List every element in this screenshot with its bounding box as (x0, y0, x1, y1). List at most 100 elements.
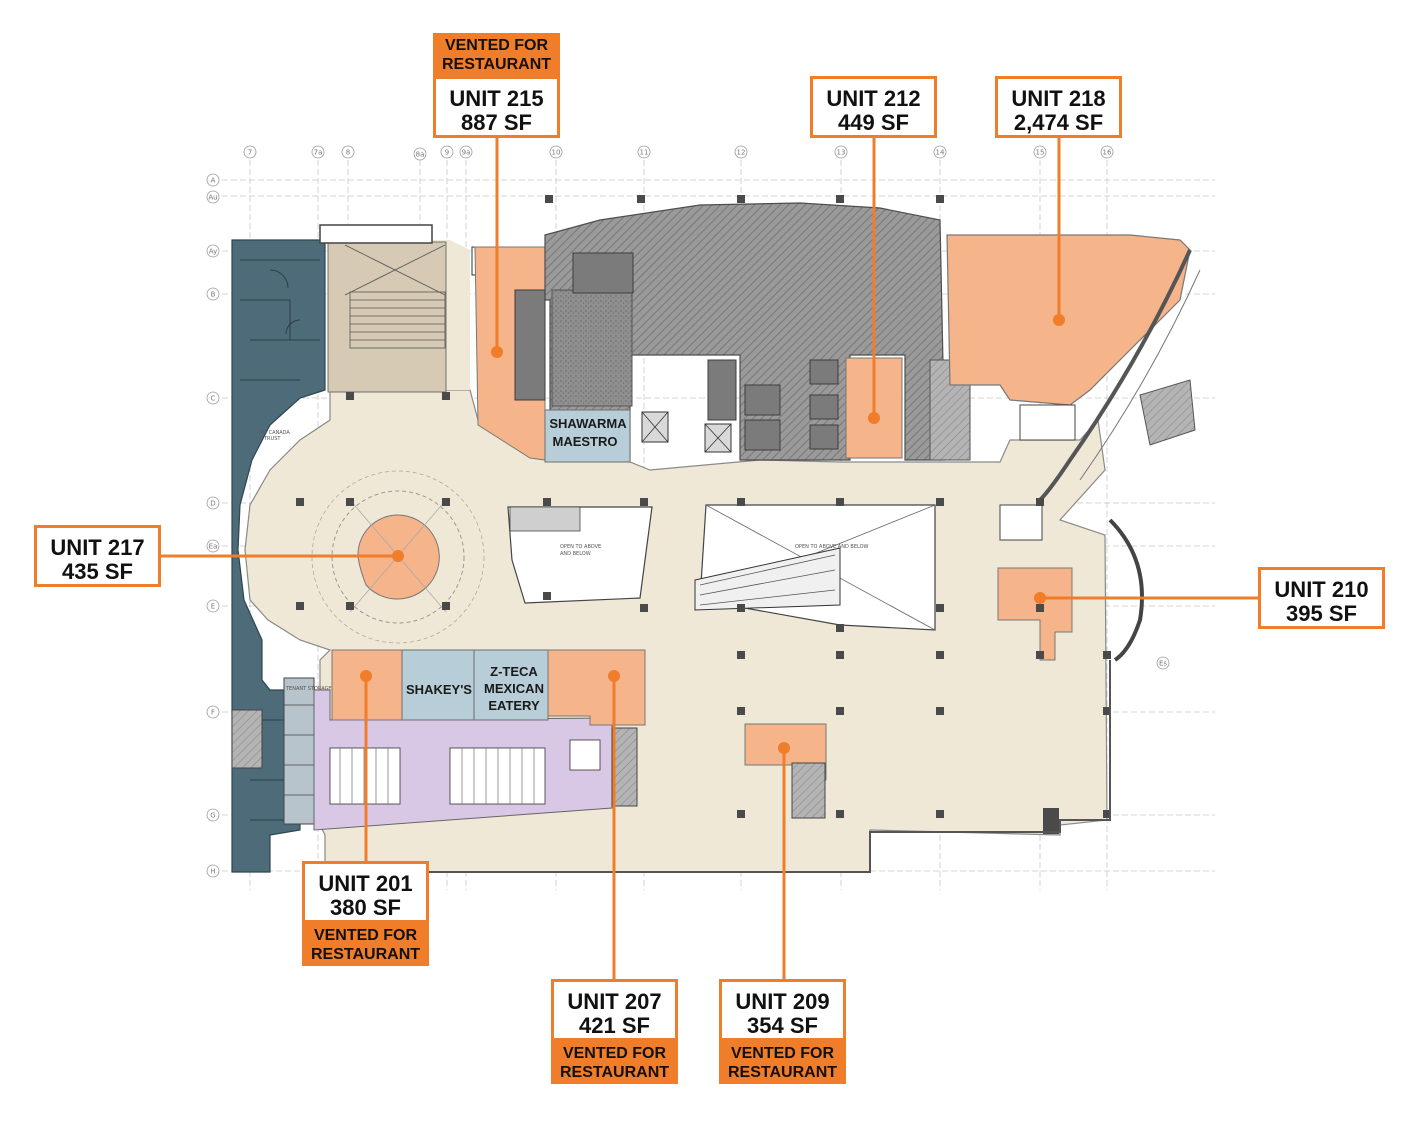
to-canada-trust-label: TO CANADA (259, 430, 290, 436)
z-teca-label-line2: MEXICAN (484, 681, 544, 696)
unit-209-callout: UNIT 209 354 SF (719, 979, 846, 1041)
unit-218-callout: UNIT 218 2,474 SF (995, 76, 1122, 138)
grid-col-label: 14 (936, 149, 945, 157)
grid-col-label: 15 (1036, 149, 1045, 157)
shawarma-maestro-area (544, 409, 631, 463)
curved-facade-outer (1079, 269, 1201, 481)
grid-col-label: 12 (737, 149, 746, 157)
shawarma-label-line2: MAESTRO (553, 434, 618, 449)
exterior-curve (1108, 518, 1144, 662)
unit-212-area-label: 449 SF (838, 110, 909, 135)
curved-facade (1038, 249, 1192, 502)
unit-207-area-label: 421 SF (579, 1013, 650, 1038)
grid-row-markers (206, 173, 1170, 878)
grid-row-label: H (210, 868, 215, 876)
structure-blocks (514, 252, 839, 451)
unit-218-area-label: 2,474 SF (1013, 110, 1104, 135)
unit-201-area-label: 380 SF (330, 895, 401, 920)
grid-col-label: 9 (445, 149, 449, 157)
grid-row-label: C (211, 395, 216, 403)
rotunda-ring (331, 490, 465, 624)
unit-201-name: UNIT 201 (318, 871, 413, 896)
tenant-storage-label: TENANT STORAGE (285, 686, 332, 692)
stair (344, 244, 446, 349)
grid-col-label: 10 (552, 149, 561, 157)
open-left-label: AND BELOW (560, 551, 591, 557)
unit-201-callout: UNIT 201 380 SF (302, 861, 429, 923)
shakeys-area (401, 649, 475, 721)
unit-207-area (547, 649, 646, 726)
elevator-marks (641, 411, 732, 453)
grid-col-label: 16 (1103, 149, 1112, 157)
shakeys-label: SHAKEY'S (406, 682, 472, 697)
back-of-house-walls (240, 259, 320, 821)
leader-lines (159, 136, 1260, 980)
unit-215-name: UNIT 215 (449, 86, 544, 111)
unit-212-callout: UNIT 212 449 SF (810, 76, 937, 138)
grid-col-label: 13 (837, 149, 846, 157)
entry-canopy (1139, 379, 1196, 446)
hatched-stair-209 (791, 762, 826, 819)
escalator-treads (699, 554, 836, 606)
grid-col-label: 11 (640, 149, 649, 157)
unit-207-name: UNIT 207 (567, 989, 662, 1014)
unit-217-area-label: 435 SF (62, 559, 133, 584)
open-left-label: OPEN TO ABOVE (560, 544, 601, 550)
z-teca-label-line1: Z-TECA (490, 664, 538, 679)
grid-row-label: E (211, 603, 215, 611)
grid-col-label: 8 (346, 149, 350, 157)
hatched-stair-south (231, 709, 263, 769)
grid-col-label: 8a (416, 151, 425, 159)
grid-row-label: Ay (209, 248, 217, 256)
to-canada-trust-label: TRUST (263, 436, 281, 442)
structural-columns (296, 195, 1111, 834)
grid-col-label: 7 (248, 149, 252, 157)
shawarma-label-line1: SHAWARMA (549, 416, 627, 431)
unit-210-name: UNIT 210 (1274, 577, 1369, 602)
grid-marker-es: Es (1159, 660, 1167, 668)
kiosk-right (999, 504, 1043, 541)
stair-hall-canopy (319, 224, 433, 244)
exterior-wall-south (325, 660, 1111, 873)
tenant-storage-rooms (283, 677, 315, 825)
z-teca-area (473, 649, 549, 721)
grid-col-label: 7a (314, 149, 323, 157)
unit-215-callout: UNIT 215 887 SF (433, 76, 560, 138)
unit-207-callout: UNIT 207 421 SF (551, 979, 678, 1041)
unit-217-name: UNIT 217 (50, 535, 145, 560)
ramp (1019, 404, 1076, 441)
unit-212-name: UNIT 212 (826, 86, 921, 111)
stair-hall (327, 241, 447, 393)
leader-dots (360, 314, 1065, 754)
structure-core-speckled (551, 289, 633, 407)
grid-col-label: 9a (462, 149, 471, 157)
z-teca-label-line3: EATERY (488, 698, 540, 713)
grid-row-label: Ea (209, 543, 218, 551)
unit-209-area-label: 354 SF (747, 1013, 818, 1038)
unit-218-area (946, 234, 1191, 406)
storage-dividers (284, 704, 314, 796)
unit-210-area (997, 567, 1073, 661)
unit-215-area-label: 887 SF (461, 110, 532, 135)
hatched-shaft-207 (611, 727, 638, 807)
unit-210-area-label: 395 SF (1286, 601, 1357, 626)
grid-row-label: D (210, 500, 215, 508)
unit-210-callout: UNIT 210 395 SF (1258, 567, 1385, 629)
escalators (694, 547, 841, 611)
grid-row-label: Au (208, 194, 217, 202)
unit-218-name: UNIT 218 (1011, 86, 1106, 111)
grid-column-markers (243, 145, 1114, 161)
unit-209-name: UNIT 209 (735, 989, 830, 1014)
open-right-label: OPEN TO ABOVE AND BELOW (795, 544, 869, 550)
grid-row-labels: A Au Ay B C D Ea E F G H Es (208, 177, 1167, 876)
stall-partitions (339, 748, 535, 804)
grid-row-label: F (211, 709, 215, 717)
grid-row-label: B (211, 291, 216, 299)
grid-column-labels: 7 7a 8 8a 9 9a 10 11 12 13 14 15 16 (248, 149, 1112, 159)
stair-landing (509, 506, 581, 532)
